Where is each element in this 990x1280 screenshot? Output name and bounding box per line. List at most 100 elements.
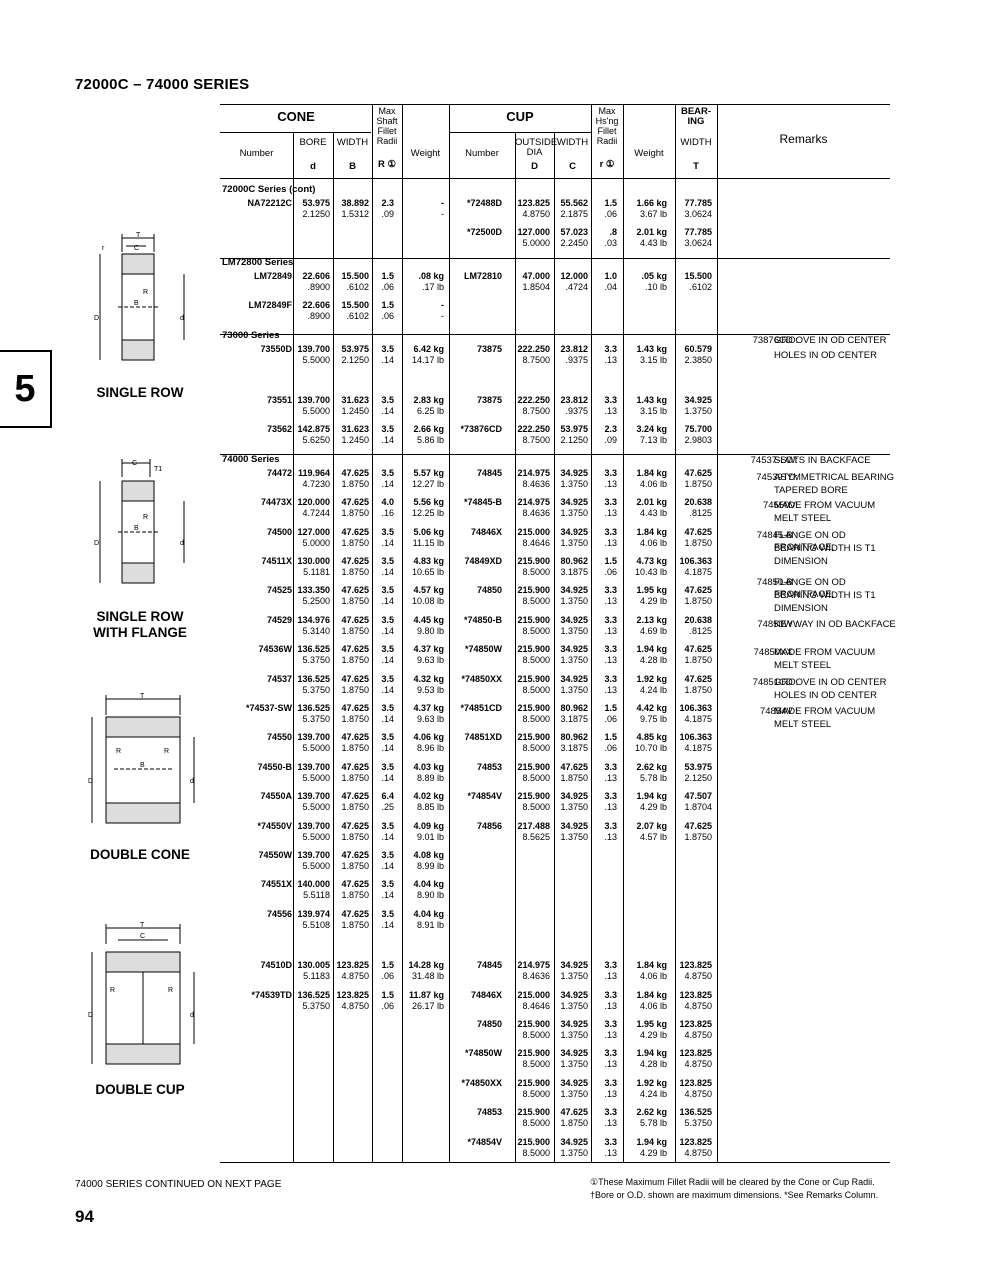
cell-imperial: .9375 [565, 406, 588, 416]
cell-metric: 80.962 [560, 556, 588, 566]
cell-metric: 3.5 [381, 673, 394, 684]
cell-imperial: .14 [381, 714, 394, 724]
cell-imperial: 1.8750 [341, 890, 369, 901]
cell-imperial: 8.90 lb [416, 890, 444, 901]
cell-metric: 3.3 [604, 1107, 617, 1118]
cell-metric: 15.500 [684, 270, 712, 281]
cell-metric: 3.3 [604, 820, 617, 831]
cell-r: 3.3.13 [604, 615, 617, 637]
cell-imperial: .13 [604, 772, 617, 783]
cell-imperial: 5.5000 [302, 802, 330, 813]
cell-imperial: .14 [381, 684, 394, 695]
part-number: 74551X [260, 879, 292, 890]
cell-imperial: 5.2500 [302, 596, 330, 607]
cell-imperial: 10.65 lb [411, 567, 444, 577]
cell-metric: 1.94 kg [636, 1136, 667, 1147]
cell-metric: 3.5 [381, 761, 394, 772]
cell-metric: 2.62 kg [636, 1107, 667, 1118]
svg-text:R: R [164, 748, 169, 755]
cell-metric: 3.5 [381, 732, 394, 743]
part-number: 74856 [476, 820, 502, 831]
remark-text: MADE FROM VACUUM [774, 647, 876, 658]
cell-R: 1.5.06 [381, 960, 394, 982]
svg-text:T: T [136, 232, 141, 239]
cell-cn: 74550 [267, 732, 292, 743]
cell-r: 2.3.09 [604, 424, 617, 446]
part-number: 74500 [266, 526, 292, 537]
cell-cn: 73550D [260, 344, 292, 355]
diagram-label-single-row: SINGLE ROW [96, 385, 184, 400]
cell-metric: 139.700 [297, 820, 330, 831]
cell-r: 3.3.13 [604, 1048, 617, 1070]
cell-imperial: 1.3750 [560, 831, 588, 842]
cell-metric: 80.962 [560, 703, 588, 713]
svg-text:d: d [190, 778, 194, 785]
cell-imperial: 8.4646 [522, 1000, 550, 1011]
cell-metric: 1.43 kg [636, 343, 667, 354]
cell-bore: 22.606.8900 [302, 271, 330, 293]
cell-metric: 2.83 kg [413, 395, 444, 405]
cell-cw: -- [441, 198, 444, 220]
cell-metric: 47.625 [341, 467, 369, 478]
cell-imperial: 5.78 lb [639, 1118, 667, 1129]
cell-metric: 4.42 kg [636, 703, 667, 713]
cell-metric: 47.625 [341, 850, 369, 860]
cell-metric: 214.975 [517, 497, 550, 508]
cell-imperial: .14 [381, 919, 394, 930]
cell-imperial: 10.43 lb [634, 567, 667, 577]
cell-imperial: 5.86 lb [416, 435, 444, 446]
cell-metric: 215.900 [517, 614, 550, 625]
cell-metric: 3.3 [604, 960, 617, 971]
cell-R: 1.5.06 [381, 300, 394, 322]
cell-R: 3.5.14 [381, 850, 394, 872]
cell-metric: 20.638 [684, 497, 712, 508]
header-max-hsng: Max Hs'ng Fillet Radii [595, 106, 619, 146]
cell-metric: - [441, 300, 444, 311]
part-number: *73876CD [460, 424, 502, 435]
cell-imperial: 5.5118 [303, 890, 330, 901]
part-number: 74510D [260, 960, 292, 971]
cell-metric: 34.925 [560, 1048, 588, 1059]
remark-text: KEYWAY IN OD BACKFACE [774, 619, 896, 630]
cell-metric: 6.42 kg [413, 343, 444, 354]
cell-metric: 3.5 [381, 395, 394, 405]
cell-imperial: 1.3750 [560, 1030, 588, 1040]
cell-imperial: 1.3750 [560, 1147, 588, 1158]
cell-imperial: 9.63 lb [416, 714, 444, 724]
cell-imperial: .13 [604, 354, 617, 365]
part-number: 73550D [260, 343, 292, 354]
cell-imperial: 1.8504 [522, 281, 550, 292]
cell-imperial: 1.3750 [560, 537, 588, 548]
remark-key: 74851CD : [752, 677, 798, 688]
cell-metric: 123.825 [679, 989, 712, 1000]
cell-imperial: 4.06 lb [639, 478, 667, 489]
part-number: *74850-B [463, 614, 502, 625]
remark-key: 74550V: [762, 500, 798, 511]
remark-key: 74854V : [759, 706, 798, 717]
cell-r: 3.3.13 [604, 497, 617, 519]
cell-R: 3.5.14 [381, 344, 394, 366]
cell-metric: 2.13 kg [636, 614, 667, 625]
